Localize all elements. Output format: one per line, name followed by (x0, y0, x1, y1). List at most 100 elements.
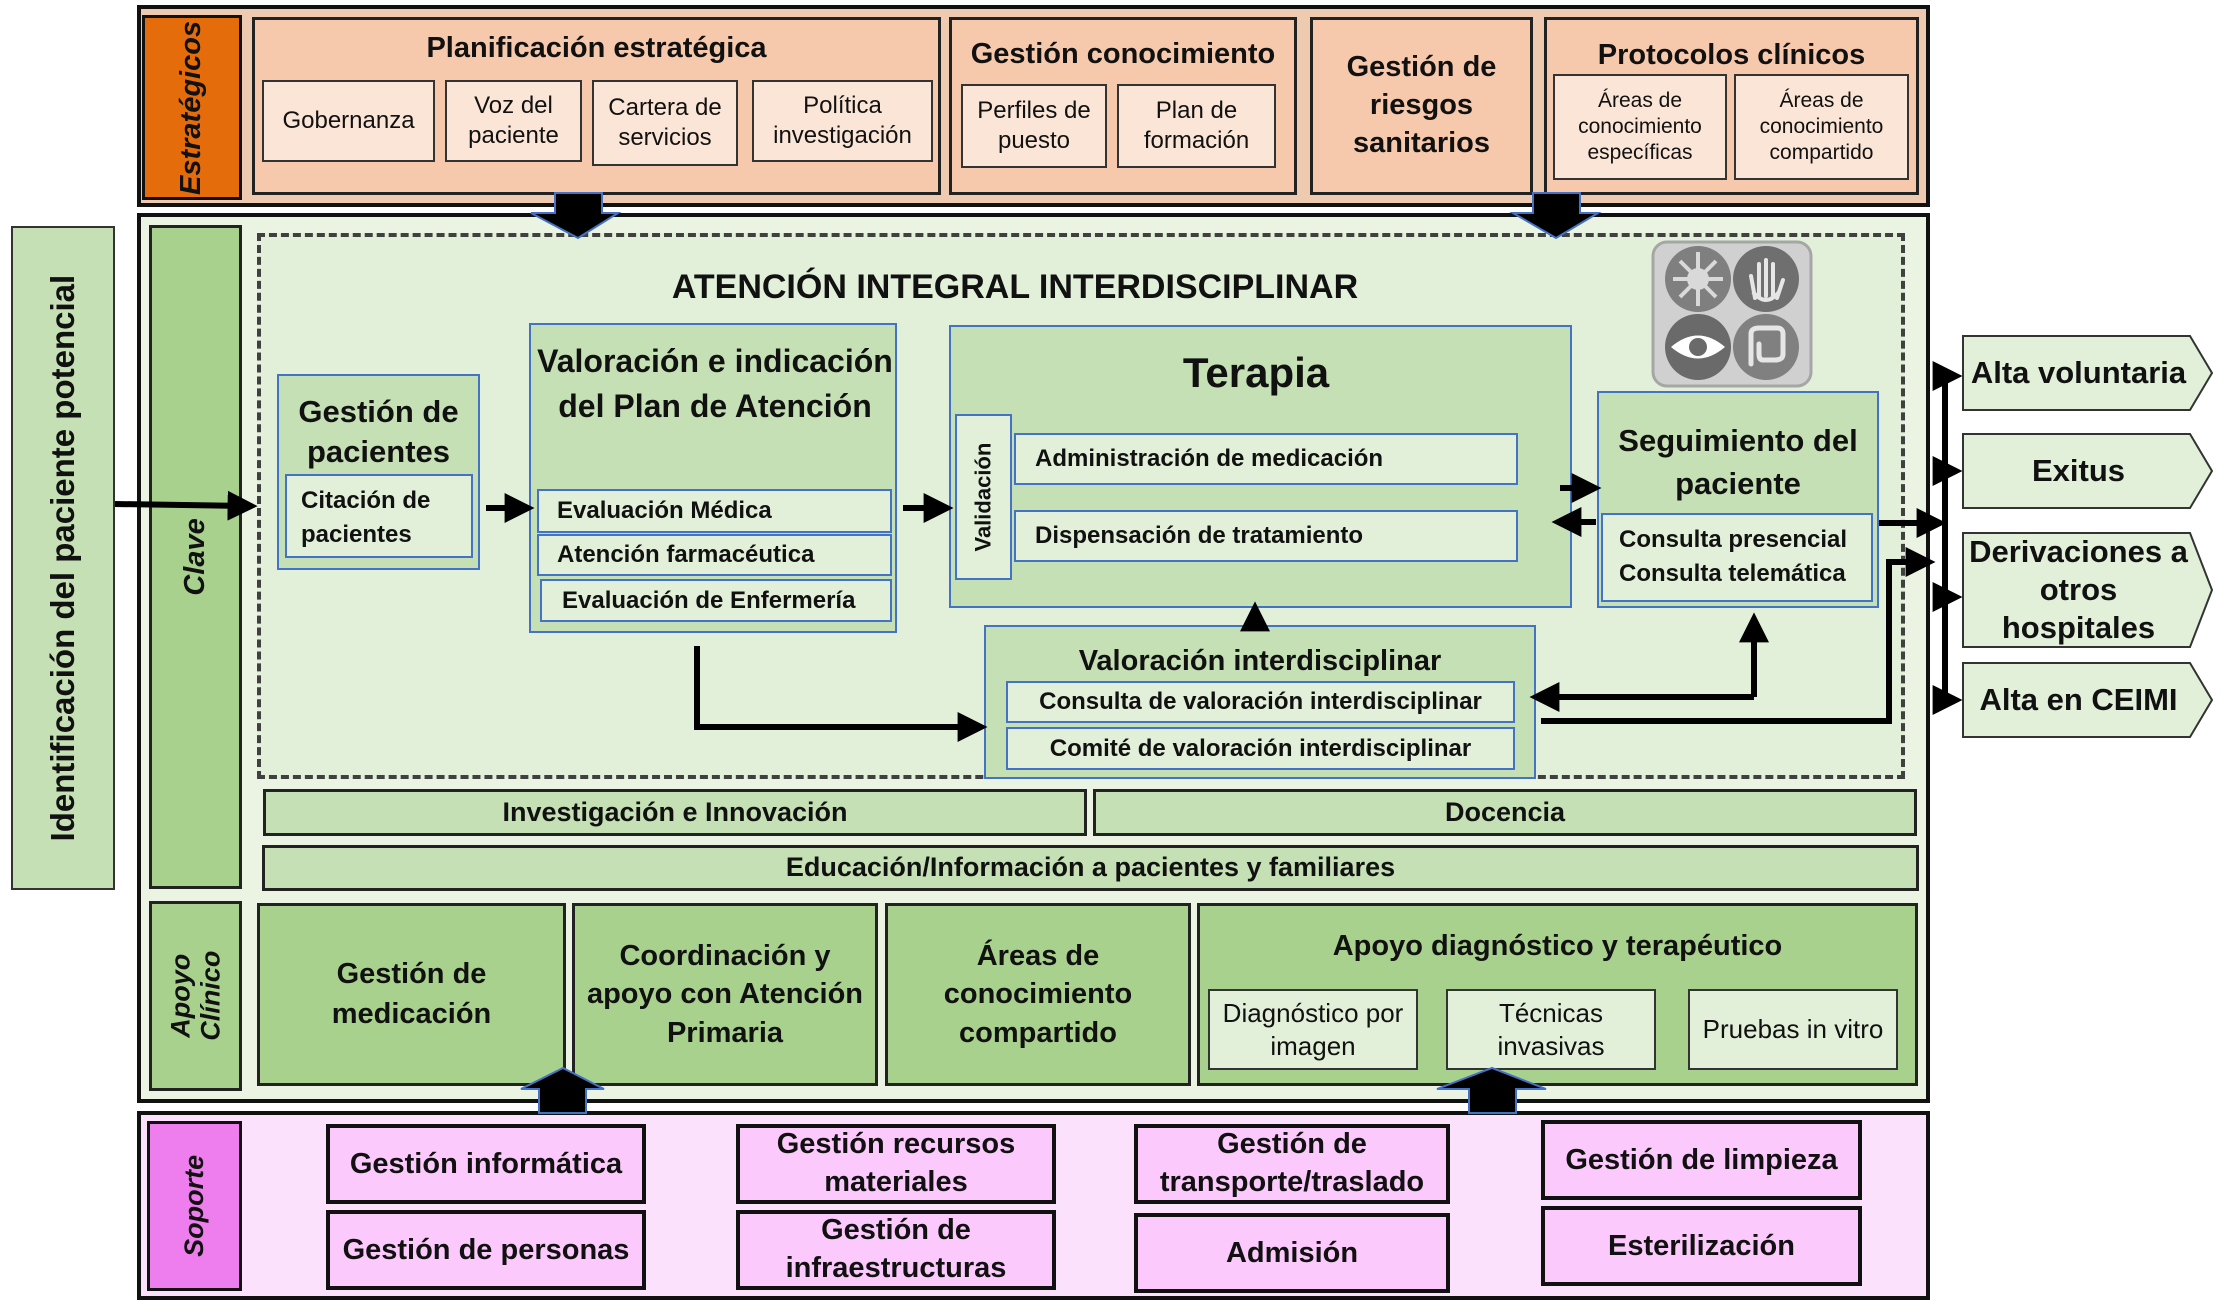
areas-especificas-box: Áreas de conocimiento específicas (1553, 74, 1727, 180)
voz-paciente-box: Voz del paciente (445, 80, 582, 162)
comite-valoracion-label: Comité de valoración interdisciplinar (1049, 734, 1472, 762)
gestion-personas-box: Gestión de personas (326, 1210, 646, 1290)
exit-alta-voluntaria: Alta voluntaria (1961, 334, 2214, 412)
tecnicas-invasivas-box: Técnicas invasivas (1446, 989, 1656, 1070)
gestion-informatica-label: Gestión informática (349, 1147, 623, 1180)
clinical-support-label-box: Apoyo Clínico (149, 901, 242, 1091)
consulta-telematica-label: Consulta telemática (1619, 559, 1846, 587)
valoracion-title: Valoración e indicación del Plan de Aten… (537, 343, 893, 425)
strategic-label: Estratégicos (175, 20, 208, 195)
cartera-servicios-label: Cartera de servicios (608, 94, 722, 151)
key-label: Clave (178, 518, 211, 596)
terapia-title: Terapia (1182, 349, 1330, 396)
diagnostico-imagen-label: Diagnóstico por imagen (1222, 998, 1404, 1061)
gestion-limpieza-label: Gestión de limpieza (1565, 1143, 1838, 1176)
validacion-box: Validación (955, 414, 1012, 580)
joint-icon (1673, 252, 1723, 306)
politica-investigacion-label: Política investigación (773, 92, 912, 149)
planificacion-title: Planificación estratégica (426, 32, 767, 64)
riesgos-sanitarios-box: Gestión de riesgos sanitarios (1310, 17, 1533, 195)
gestion-recursos-label: Gestión recursos materiales (776, 1128, 1016, 1198)
citacion-pacientes-label: Citación de pacientes (301, 487, 431, 548)
gestion-medicacion-label: Gestión de medicación (331, 958, 492, 1030)
admision-label: Admisión (1225, 1236, 1359, 1269)
areas-compartido-clinico-label: Áreas de conocimiento compartido (943, 939, 1133, 1049)
exit-derivaciones-label: Derivaciones a otros hospitales (1969, 534, 2188, 645)
gestion-personas-label: Gestión de personas (342, 1233, 630, 1266)
comite-valoracion-box: Comité de valoración interdisciplinar (1006, 727, 1515, 770)
support-label-box: Soporte (147, 1121, 242, 1291)
areas-compartido-clinico-box: Áreas de conocimiento compartido (885, 903, 1191, 1086)
politica-investigacion-box: Política investigación (752, 80, 933, 162)
voz-paciente-label: Voz del paciente (468, 92, 559, 149)
gestion-recursos-box: Gestión recursos materiales (736, 1124, 1056, 1204)
gestion-transporte-box: Gestión de transporte/traslado (1134, 1124, 1450, 1204)
riesgos-sanitarios-label: Gestión de riesgos sanitarios (1346, 51, 1497, 159)
eye-icon (1671, 335, 1725, 359)
esterilizacion-label: Esterilización (1608, 1229, 1795, 1262)
perfiles-puesto-box: Perfiles de puesto (961, 84, 1107, 168)
gestion-informatica-box: Gestión informática (326, 1124, 646, 1204)
consultas-seguimiento-box: Consulta presencial Consulta telemática (1601, 513, 1873, 602)
patient-identification-label: Identificación del paciente potencial (43, 274, 81, 842)
atencion-farmaceutica-label: Atención farmacéutica (557, 541, 815, 568)
evaluacion-medica-box: Evaluación Médica (537, 489, 892, 533)
exit-alta-voluntaria-label: Alta voluntaria (1970, 355, 2187, 391)
investigacion-label: Investigación e Innovación (502, 796, 848, 827)
coordinacion-label: Coordinación y apoyo con Atención Primar… (586, 939, 864, 1049)
strategic-label-box: Estratégicos (142, 15, 242, 200)
gestion-limpieza-box: Gestión de limpieza (1541, 1120, 1862, 1200)
pruebas-in-vitro-box: Pruebas in vitro (1688, 989, 1898, 1070)
admision-box: Admisión (1134, 1213, 1450, 1293)
hand-icon (1749, 258, 1785, 302)
integral-care-title: ATENCIÓN INTEGRAL INTERDISCIPLINAR (671, 268, 1359, 306)
evaluacion-enfermeria-label: Evaluación de Enfermería (562, 586, 856, 614)
intestine-icon (1748, 325, 1786, 367)
atencion-farmaceutica-box: Atención farmacéutica (537, 534, 892, 576)
docencia-bar: Docencia (1093, 789, 1917, 836)
evaluacion-medica-label: Evaluación Médica (557, 497, 772, 524)
seguimiento-title: Seguimiento del paciente (1618, 423, 1858, 502)
specialties-icon-cluster (1650, 239, 1816, 389)
exit-exitus: Exitus (1961, 432, 2214, 510)
clinical-support-label: Apoyo Clínico (164, 950, 225, 1041)
validacion-label: Validación (970, 442, 996, 552)
areas-compartido-label: Áreas de conocimiento compartido (1759, 88, 1884, 165)
apoyo-diagnostico-title: Apoyo diagnóstico y terapéutico (1332, 930, 1783, 962)
gestion-infraestructuras-label: Gestión de infraestructuras (785, 1214, 1007, 1284)
plan-formacion-label: Plan de formación (1143, 97, 1250, 154)
pruebas-in-vitro-label: Pruebas in vitro (1702, 1014, 1884, 1045)
docencia-label: Docencia (1444, 796, 1566, 827)
gestion-transporte-label: Gestión de transporte/traslado (1159, 1128, 1425, 1198)
esterilizacion-box: Esterilización (1541, 1206, 1862, 1286)
gestion-pacientes-title: Gestión de pacientes (298, 394, 459, 470)
citacion-pacientes-box: Citación de pacientes (285, 474, 473, 558)
valoracion-interdisciplinar-title: Valoración interdisciplinar (1078, 645, 1442, 677)
administracion-medicacion-label: Administración de medicación (1035, 445, 1384, 472)
gobernanza-label: Gobernanza (282, 107, 415, 134)
consulta-presencial-label: Consulta presencial (1619, 526, 1848, 553)
areas-compartido-box: Áreas de conocimiento compartido (1734, 74, 1909, 180)
dispensacion-tratamiento-label: Dispensación de tratamiento (1035, 522, 1364, 549)
patient-identification-box: Identificación del paciente potencial (11, 226, 115, 890)
evaluacion-enfermeria-box: Evaluación de Enfermería (540, 579, 892, 622)
gobernanza-box: Gobernanza (262, 80, 435, 162)
plan-formacion-box: Plan de formación (1117, 84, 1276, 168)
conocimiento-title: Gestión conocimiento (970, 38, 1276, 70)
tecnicas-invasivas-label: Técnicas invasivas (1497, 998, 1605, 1061)
cartera-servicios-box: Cartera de servicios (592, 80, 738, 166)
protocolos-title: Protocolos clínicos (1597, 39, 1866, 71)
consulta-valoracion-label: Consulta de valoración interdisciplinar (1039, 688, 1482, 715)
diagnostico-imagen-box: Diagnóstico por imagen (1208, 989, 1418, 1070)
educacion-bar: Educación/Información a pacientes y fami… (262, 845, 1919, 891)
key-label-box: Clave (149, 225, 242, 889)
administracion-medicacion-box: Administración de medicación (1014, 433, 1518, 485)
dispensacion-tratamiento-box: Dispensación de tratamiento (1014, 510, 1518, 562)
exit-exitus-label: Exitus (2031, 453, 2126, 489)
gestion-infraestructuras-box: Gestión de infraestructuras (736, 1210, 1056, 1290)
exit-alta-ceimi: Alta en CEIMI (1961, 661, 2214, 739)
gestion-medicacion-box: Gestión de medicación (257, 903, 566, 1086)
exit-derivaciones: Derivaciones a otros hospitales (1961, 531, 2214, 649)
investigacion-bar: Investigación e Innovación (263, 789, 1087, 836)
areas-especificas-label: Áreas de conocimiento específicas (1578, 88, 1702, 165)
